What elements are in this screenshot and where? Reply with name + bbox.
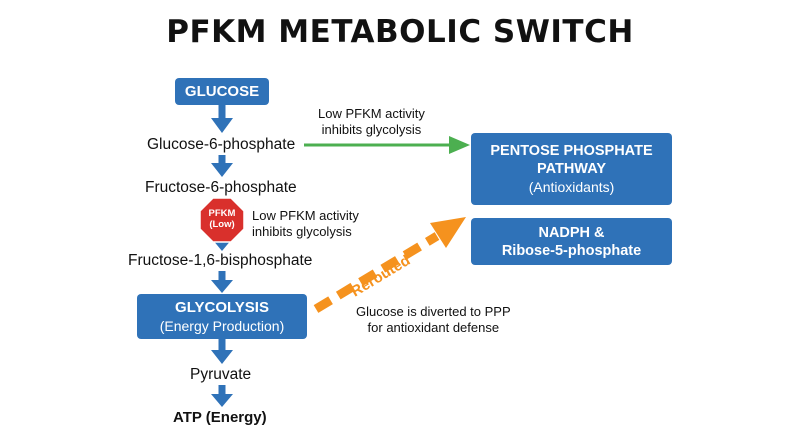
glycolysis-subtitle: (Energy Production) (159, 317, 285, 334)
ppp-box: PENTOSE PHOSPHATE PATHWAY (Antioxidants) (471, 133, 672, 205)
arrow-note: Low PFKM activity inhibits glycolysis (318, 106, 425, 138)
diverted-note: Glucose is diverted to PPP for antioxida… (356, 304, 511, 336)
atp-label: ATP (Energy) (173, 409, 267, 426)
pfkm-sign-label: PFKM (Low) (199, 208, 245, 230)
glucose-box: GLUCOSE (175, 78, 269, 105)
pfkm-sign-line1: PFKM (208, 208, 236, 219)
arrow-note-line2: inhibits glycolysis (321, 122, 422, 137)
ppp-line2: PATHWAY (536, 161, 607, 177)
diverted-note-line1: Glucose is diverted to PPP (356, 304, 511, 319)
sign-note-line1: Low PFKM activity (252, 208, 359, 223)
pyruvate-label: Pyruvate (190, 366, 252, 383)
f6p-label: Fructose-6-phosphate (145, 179, 297, 196)
sign-note-line2: inhibits glycolysis (252, 224, 352, 239)
flow-arrow-glucose-g6p (211, 104, 233, 133)
diagram-title: PFKM METABOLIC SWITCH (166, 14, 634, 50)
nadph-box: NADPH & Ribose-5-phosphate (471, 218, 672, 265)
arrow-note-line1: Low PFKM activity (318, 106, 425, 121)
pfkm-stop-sign-icon (199, 197, 245, 243)
green-diversion-arrow (304, 136, 470, 154)
glucose-label: GLUCOSE (184, 83, 260, 100)
glycolysis-title: GLYCOLYSIS (175, 298, 269, 316)
rerouted-label: Rerouted (348, 252, 413, 300)
flow-arrow-f16bp-glycolysis (211, 271, 233, 293)
ppp-line3: (Antioxidants) (528, 179, 615, 195)
f16bp-label: Fructose-1,6-bisphosphate (128, 252, 313, 269)
flow-arrow-glycolysis-pyruvate (211, 339, 233, 364)
flow-arrow-g6p-f6p (211, 155, 233, 177)
glycolysis-box: GLYCOLYSIS (Energy Production) (137, 294, 307, 339)
flow-arrow-pyruvate-atp (211, 385, 233, 407)
diverted-note-line2: for antioxidant defense (367, 320, 500, 335)
g6p-label: Glucose-6-phosphate (147, 136, 296, 153)
orange-rerouted-arrow (313, 217, 466, 313)
nadph-line2: Ribose-5-phosphate (501, 242, 642, 259)
pfkm-sign-line2: (Low) (209, 219, 235, 230)
sign-note: Low PFKM activity inhibits glycolysis (252, 208, 359, 240)
ppp-line1: PENTOSE PHOSPHATE (490, 143, 653, 159)
nadph-line1: NADPH & (538, 224, 605, 241)
